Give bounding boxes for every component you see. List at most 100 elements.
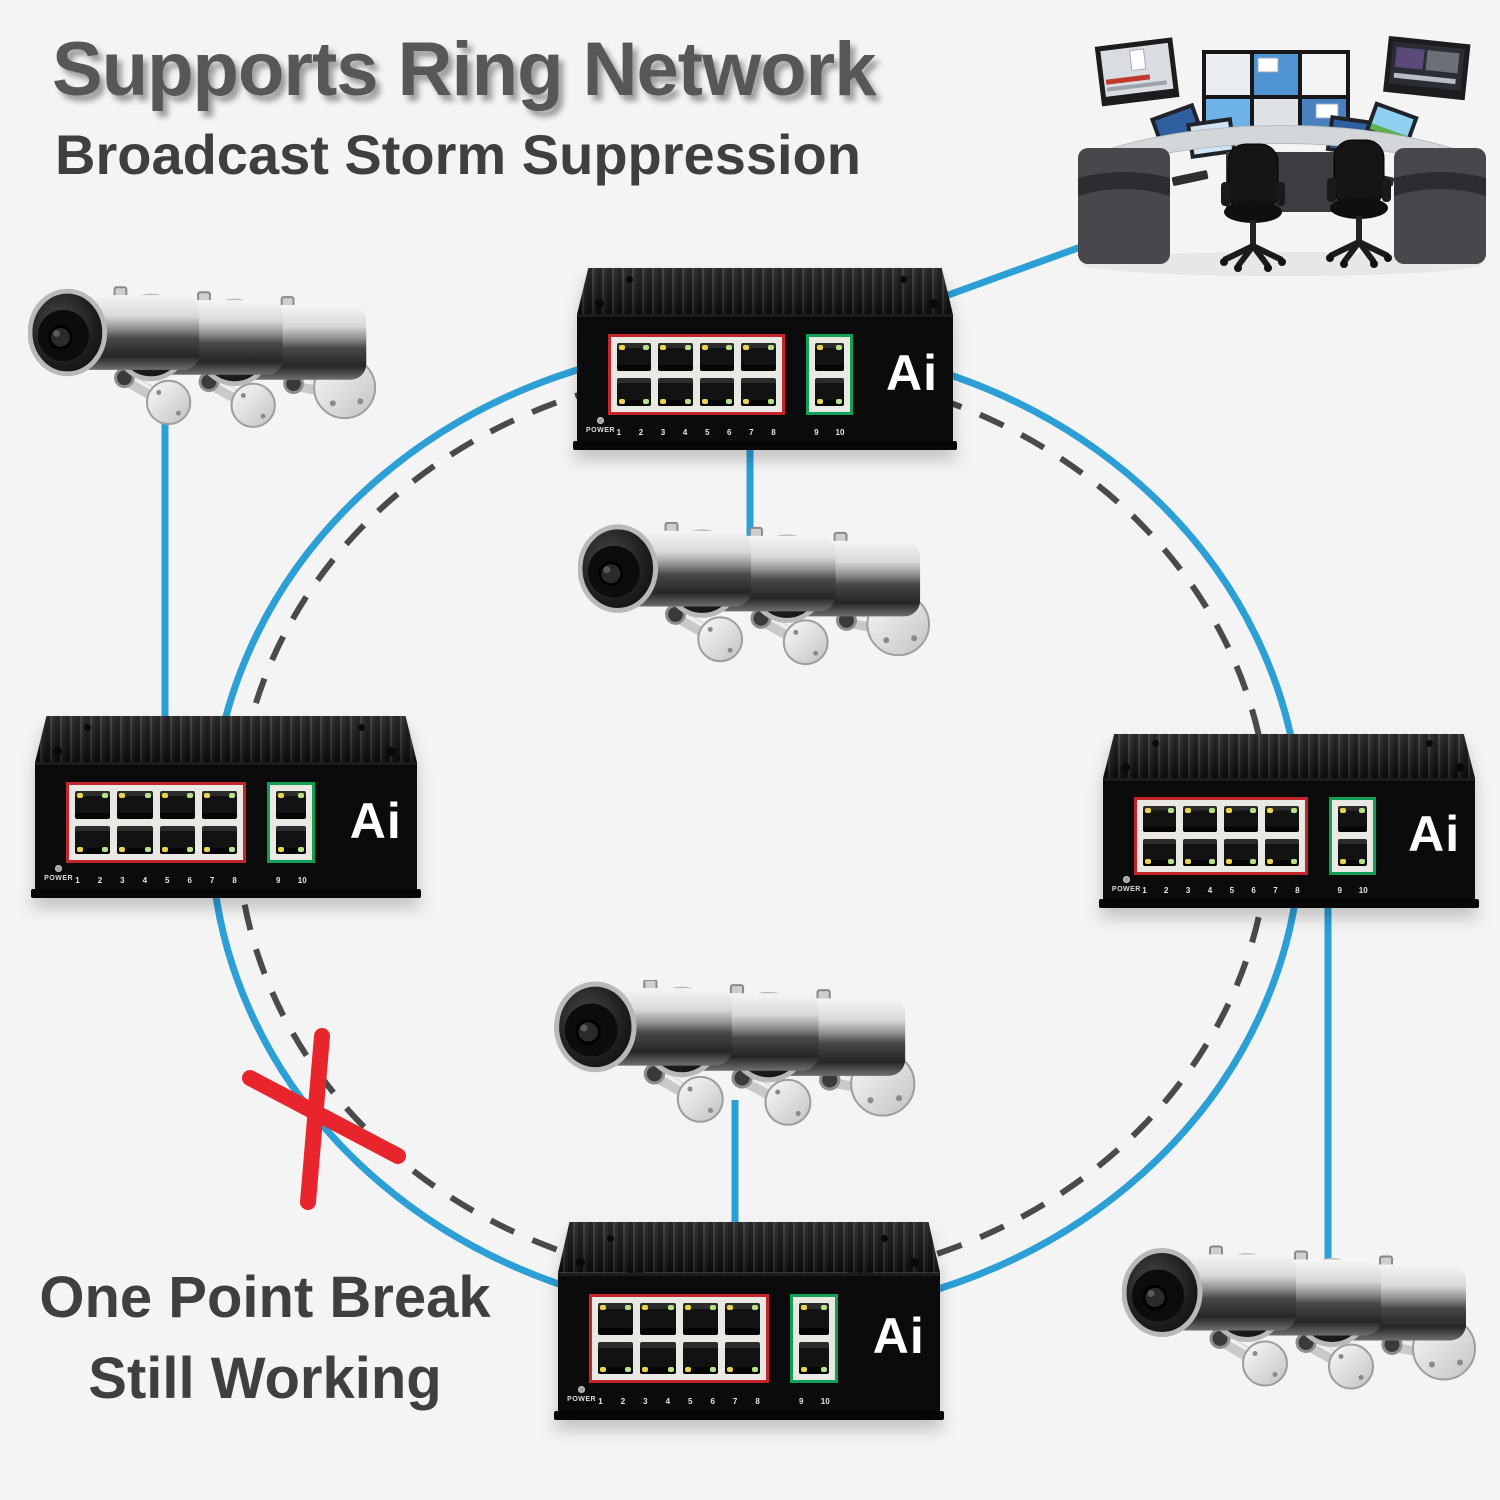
port-number: 7 xyxy=(732,1397,738,1407)
rj45-port xyxy=(1265,839,1300,866)
port-number: 8 xyxy=(771,427,776,437)
rj45-port xyxy=(699,342,735,372)
port-number: 4 xyxy=(142,875,148,885)
port-number: 5 xyxy=(1229,886,1235,895)
wall-monitor-right xyxy=(1383,35,1471,101)
rj45-port xyxy=(117,790,153,820)
rj45-port xyxy=(799,1302,830,1335)
port-number: 6 xyxy=(710,1397,715,1407)
rj45-port xyxy=(699,378,735,407)
port-number: 1 xyxy=(1142,886,1147,895)
rj45-port xyxy=(1338,839,1368,866)
port-number: 8 xyxy=(1295,886,1300,895)
camera-cluster-bottomright xyxy=(1122,1244,1482,1404)
port-number: 9 xyxy=(1337,886,1342,895)
rj45-port xyxy=(159,826,195,855)
port-number: 7 xyxy=(749,427,754,437)
rj45-port xyxy=(1183,805,1218,833)
rj45-port xyxy=(75,790,111,820)
camera-cluster-center xyxy=(578,522,936,678)
caption-line2: Still Working xyxy=(88,1346,442,1411)
port-number: 9 xyxy=(275,875,281,885)
port-number: 2 xyxy=(620,1397,626,1407)
rj45-port xyxy=(1224,839,1259,866)
lan-port-group xyxy=(607,333,785,416)
power-led xyxy=(1122,875,1130,883)
rj45-port xyxy=(1265,805,1300,833)
rj45-port xyxy=(799,1341,830,1374)
brand-label: Ai xyxy=(872,1308,925,1365)
switch-housing-top xyxy=(577,268,953,315)
port-number: 10 xyxy=(820,1397,830,1407)
rj45-port xyxy=(658,378,693,407)
rj45-port xyxy=(1338,805,1368,833)
link-switch-top-to-control-room xyxy=(938,236,1102,302)
rj45-port xyxy=(724,1341,760,1374)
port-number: 10 xyxy=(297,875,307,885)
uplink-port-group xyxy=(267,781,316,864)
port-number: 10 xyxy=(835,427,845,437)
port-number: 4 xyxy=(665,1397,671,1407)
port-number: 10 xyxy=(1358,886,1368,895)
power-led xyxy=(55,865,63,873)
rj45-port xyxy=(75,826,111,855)
port-number: 3 xyxy=(660,427,666,437)
port-number: 1 xyxy=(616,427,622,437)
power-indicator: POWER xyxy=(44,865,73,882)
brand-label: Ai xyxy=(1408,805,1461,862)
lan-port-group xyxy=(589,1293,769,1383)
power-label: POWER xyxy=(586,427,615,435)
monitor xyxy=(1206,54,1250,95)
page-subtitle: Broadcast Storm Suppression xyxy=(55,123,861,186)
power-label: POWER xyxy=(1111,885,1141,893)
monitor xyxy=(1302,54,1346,95)
uplink-port-group xyxy=(1329,796,1377,875)
rj45-port xyxy=(276,790,307,820)
rj45-port xyxy=(1224,805,1259,833)
rj45-port xyxy=(1142,839,1177,866)
power-led xyxy=(596,417,604,425)
port-number: 4 xyxy=(1207,886,1213,895)
port-number: 2 xyxy=(638,427,644,437)
power-label: POWER xyxy=(44,875,74,883)
power-indicator: POWER xyxy=(1111,875,1141,893)
rj45-port xyxy=(814,378,844,407)
rj45-port xyxy=(682,1302,718,1335)
rj45-port xyxy=(598,1341,634,1374)
brand-label: Ai xyxy=(349,792,402,849)
port-number: 3 xyxy=(120,875,125,885)
wall-monitor-left xyxy=(1094,37,1180,107)
rj45-port xyxy=(201,826,237,855)
power-label: POWER xyxy=(567,1396,597,1404)
lan-port-group xyxy=(1133,796,1309,875)
port-number: 8 xyxy=(755,1397,760,1407)
rj45-port xyxy=(616,342,652,372)
control-room xyxy=(1078,35,1486,276)
camera-cluster-topleft xyxy=(28,286,382,441)
power-indicator: POWER xyxy=(586,417,615,434)
rj45-port xyxy=(276,826,307,855)
uplink-port-numbers: 9 10 xyxy=(267,876,315,885)
rj45-port xyxy=(724,1302,760,1335)
break-x-mark xyxy=(242,1028,406,1210)
caption-line1: One Point Break xyxy=(39,1265,491,1330)
uplink-port-group xyxy=(805,333,853,416)
port-number: 4 xyxy=(682,427,688,437)
rj45-port xyxy=(598,1302,634,1335)
page-title: Supports Ring Network xyxy=(52,27,876,112)
rj45-port xyxy=(682,1341,718,1374)
port-number: 6 xyxy=(1251,886,1256,895)
rj45-port xyxy=(117,826,153,855)
port-number: 2 xyxy=(1164,886,1169,895)
